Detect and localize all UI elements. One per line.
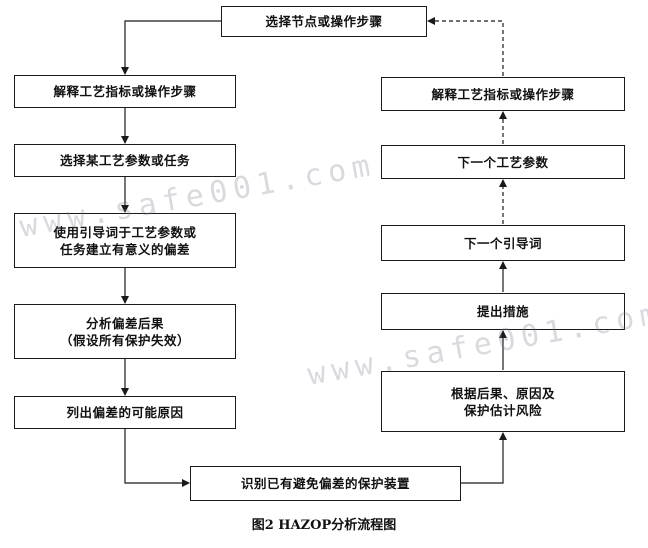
node-analyze-line1: 分析偏差后果 (85, 315, 164, 331)
node-next-param: 下一个工艺参数 (381, 145, 625, 179)
node-list-causes: 列出偏差的可能原因 (14, 396, 236, 429)
node-identify-protection: 识别已有避免偏差的保护装置 (190, 466, 461, 501)
node-evaluate-risk: 根据后果、原因及 保护估计风险 (381, 371, 625, 432)
node-explain-right-label: 解释工艺指标或操作步骤 (431, 86, 575, 102)
node-explain-left: 解释工艺指标或操作步骤 (14, 75, 236, 108)
node-next-guideword: 下一个引导词 (381, 225, 625, 261)
node-evaluate-line2: 保护估计风险 (463, 402, 542, 418)
node-analyze: 分析偏差后果 （假设所有保护失效） (14, 304, 236, 359)
node-guideword-line2: 任务建立有意义的偏差 (59, 241, 190, 257)
connector-right-to-top (427, 17, 504, 76)
node-select-node-label: 选择节点或操作步骤 (265, 14, 383, 29)
node-guideword: 使用引导词于工艺参数或 任务建立有意义的偏差 (14, 213, 236, 268)
node-select-param-label: 选择某工艺参数或任务 (59, 153, 190, 168)
node-explain-left-label: 解释工艺指标或操作步骤 (53, 84, 197, 99)
node-select-param: 选择某工艺参数或任务 (14, 144, 236, 177)
node-guideword-line1: 使用引导词于工艺参数或 (53, 224, 197, 240)
node-select-node: 选择节点或操作步骤 (221, 6, 427, 37)
node-explain-right: 解释工艺指标或操作步骤 (381, 77, 625, 111)
connector-left-to-bottom (124, 429, 190, 487)
node-next-param-label: 下一个工艺参数 (457, 154, 549, 170)
node-propose-measures: 提出措施 (381, 293, 625, 330)
figure-caption: 图2 HAZOP分析流程图 (251, 518, 397, 533)
connector-top-to-left (121, 20, 221, 75)
node-next-guideword-label: 下一个引导词 (463, 235, 542, 251)
node-identify-protection-label: 识别已有避免偏差的保护装置 (240, 476, 410, 491)
node-propose-measures-label: 提出措施 (476, 304, 529, 319)
connector-bottom-to-right (461, 432, 507, 484)
node-list-causes-label: 列出偏差的可能原因 (66, 405, 184, 420)
node-evaluate-line1: 根据后果、原因及 (450, 385, 555, 401)
node-analyze-line2: （假设所有保护失效） (59, 332, 190, 348)
